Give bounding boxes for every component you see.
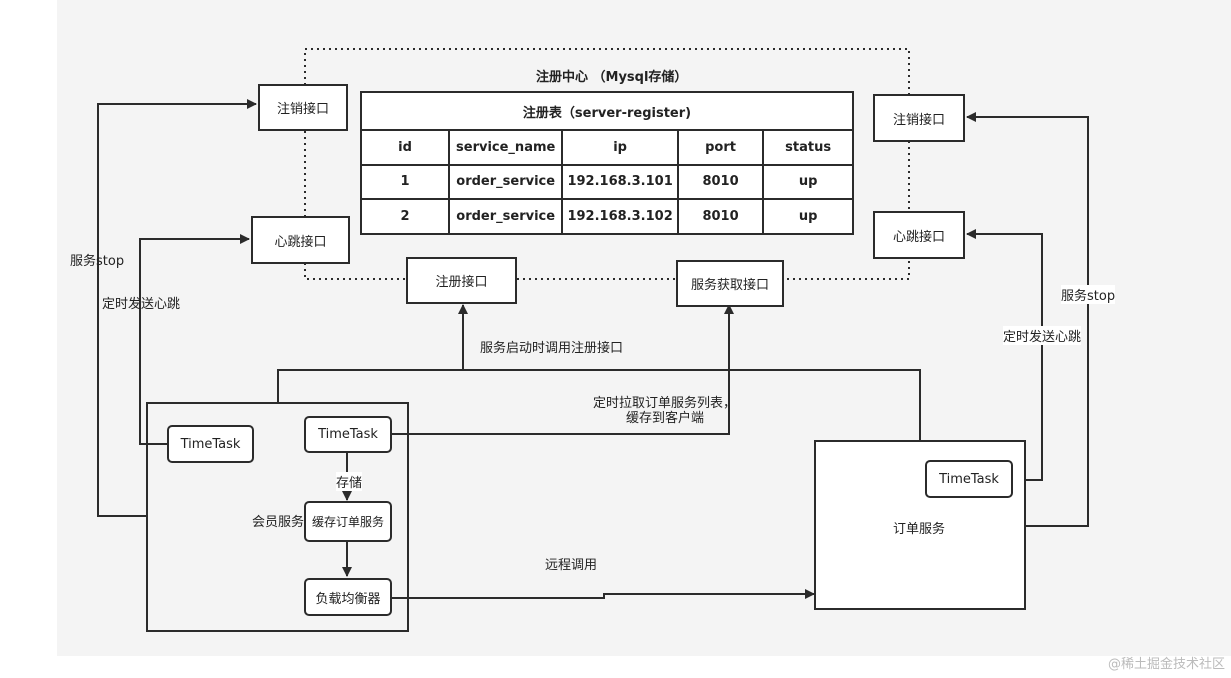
cell-port: 8010 [676,198,765,235]
label-heartbeat-left: 定时发送心跳 [102,297,181,312]
col-ip: ip [561,129,679,166]
label-stop-left: 服务stop [70,254,125,269]
cell-service-name: order_service [448,198,564,235]
register-table: 注册表（server-register) id service_name ip … [359,91,854,235]
cell-status: up [762,163,854,201]
order-service-label: 订单服务 [893,522,946,537]
member-service [146,402,409,632]
label-pull-line1: 定时拉取订单服务列表， [593,396,737,411]
edge-remote-call [390,589,815,599]
cell-port: 8010 [676,163,765,201]
col-id: id [359,129,451,166]
order-service-cache: 缓存订单服务 [304,501,392,542]
table-caption: 注册表（server-register) [360,91,854,131]
order-service [814,440,1026,610]
deregister-interface-left: 注销接口 [258,84,348,131]
edge-stop-right [966,112,1089,527]
register-interface: 注册接口 [406,257,517,304]
load-balancer: 负载均衡器 [304,578,392,616]
timetask-order: TimeTask [925,460,1013,498]
cell-status: up [762,198,854,235]
label-pull-line2: 缓存到客户端 [626,411,705,426]
col-status: status [762,129,854,166]
edge-pull-list [391,304,734,435]
label-heartbeat-right: 定时发送心跳 [1003,326,1082,345]
edge-register-left [277,369,921,441]
heartbeat-interface-left: 心跳接口 [251,216,350,264]
label-register-call: 服务启动时调用注册接口 [480,341,624,356]
heartbeat-interface-right: 心跳接口 [873,211,965,259]
label-store: 存储 [336,472,363,491]
edge-stop-left [97,99,257,517]
discovery-interface: 服务获取接口 [676,260,784,307]
label-remote-call: 远程调用 [545,558,598,573]
table-row: 1 order_service 192.168.3.101 8010 up [359,163,854,201]
watermark: @稀土掘金技术社区 [1107,657,1225,672]
registry-title: 注册中心 （Mysql存储） [536,70,688,85]
deregister-interface-right: 注销接口 [873,94,965,142]
edge-heartbeat-left [139,234,250,445]
cell-id: 2 [359,198,451,235]
edge-heartbeat-right [966,229,1043,481]
table-row: 2 order_service 192.168.3.102 8010 up [359,198,854,235]
col-service-name: service_name [448,129,564,166]
cell-service-name: order_service [448,163,564,201]
cell-id: 1 [359,163,451,201]
timetask-pull: TimeTask [304,416,392,453]
registry-boundary [304,48,910,280]
label-stop-right: 服务stop [1061,285,1116,304]
member-service-label: 会员服务 [252,515,305,530]
timetask-heartbeat-left: TimeTask [167,425,254,463]
col-port: port [676,129,765,166]
cell-ip: 192.168.3.101 [561,163,679,201]
cell-ip: 192.168.3.102 [561,198,679,235]
